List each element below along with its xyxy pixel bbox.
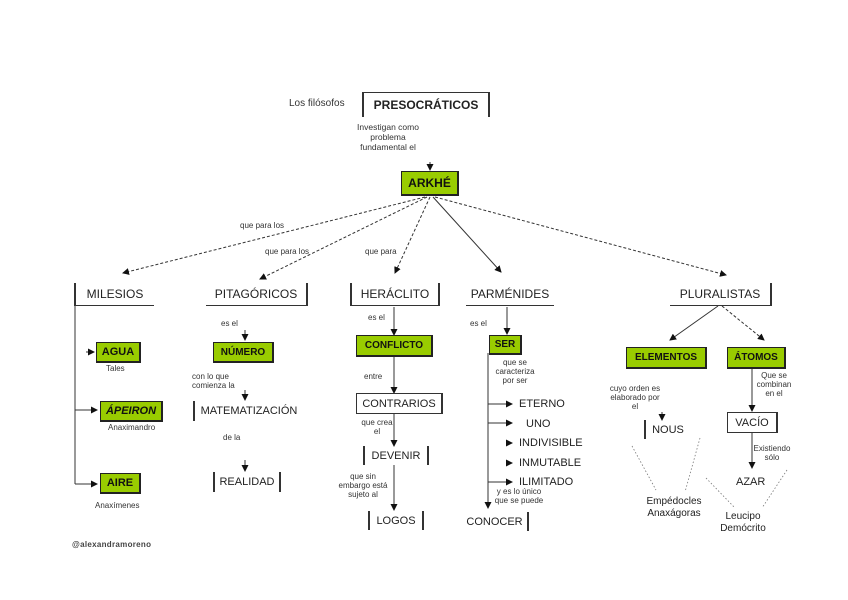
link-sin-embargo: que sin embargo está sujeto al bbox=[338, 472, 388, 500]
core-node-arkhe: ARKHÉ bbox=[401, 171, 459, 196]
school-milesios: MILESIOS bbox=[74, 283, 154, 306]
link-que-crea-el: que crea el bbox=[361, 418, 393, 437]
concept-aire: AIRE bbox=[100, 473, 141, 494]
node-azar: AZAR bbox=[736, 476, 766, 488]
root-node-presocraticos: PRESOCRÁTICOS bbox=[362, 92, 490, 117]
node-devenir: DEVENIR bbox=[363, 446, 429, 465]
concept-numero: NÚMERO bbox=[213, 342, 274, 363]
concept-apeiron: ÁPEIRON bbox=[100, 401, 163, 422]
link-lo-unico: y es lo único que se puede bbox=[494, 487, 544, 506]
link-con-lo-que: con lo que comienza la bbox=[192, 372, 235, 391]
concept-elementos: ELEMENTOS bbox=[626, 347, 707, 369]
attribute-eterno: ETERNO bbox=[519, 398, 565, 410]
school-pitagoricos: PITAGÓRICOS bbox=[206, 283, 308, 306]
link-es-el-parmenides: es el bbox=[470, 319, 487, 328]
connector-arkhe-pitagoricos bbox=[259, 196, 428, 280]
node-vacio: VACÍO bbox=[727, 412, 778, 433]
concept-agua: AGUA bbox=[96, 342, 141, 363]
link-es-el-heraclito: es el bbox=[368, 313, 385, 322]
attribute-indivisible: INDIVISIBLE bbox=[519, 437, 583, 449]
node-realidad: REALIDAD bbox=[213, 472, 281, 492]
link-que-se-caracteriza: que se caracteriza por ser bbox=[495, 358, 535, 386]
link-entre: entre bbox=[364, 372, 383, 381]
link-label-heraclito: que para bbox=[365, 247, 397, 256]
node-contrarios: CONTRARIOS bbox=[356, 393, 443, 414]
intro-label: Los filósofos bbox=[289, 98, 345, 109]
attribute-inmutable: INMUTABLE bbox=[519, 457, 582, 469]
author-anaximenes: Anaxímenes bbox=[95, 501, 140, 510]
connector-arkhe-parmenides bbox=[432, 196, 502, 273]
root-link-label: Investigan como problema fundamental el bbox=[357, 122, 419, 152]
author-anaximandro: Anaximandro bbox=[108, 423, 156, 432]
link-cuyo-orden: cuyo orden es elaborado por el bbox=[609, 384, 661, 412]
concept-atomos: ÁTOMOS bbox=[727, 347, 786, 369]
link-que-se-combinan: Que se combinan en el bbox=[756, 371, 792, 399]
link-label-milesios: que para los bbox=[240, 221, 285, 230]
connector-arkhe-pluralistas bbox=[434, 196, 727, 277]
authors-leucipo-democrito: Leucipo Demócrito bbox=[720, 511, 766, 534]
attribute-uno: UNO bbox=[526, 418, 551, 430]
node-matematizacion: MATEMATIZACIÓN bbox=[193, 401, 303, 421]
node-logos: LOGOS bbox=[368, 511, 424, 530]
school-heraclito: HERÁCLITO bbox=[350, 283, 440, 306]
school-pluralistas: PLURALISTAS bbox=[670, 283, 772, 306]
connector-arkhe-milesios bbox=[122, 196, 426, 275]
attribute-ilimitado: ILIMITADO bbox=[519, 476, 574, 488]
school-parmenides: PARMÉNIDES bbox=[466, 283, 554, 306]
author-tales: Tales bbox=[106, 364, 125, 373]
link-de-la: de la bbox=[223, 433, 241, 442]
link-label-pitagoricos: que para los bbox=[265, 247, 310, 256]
node-conocer: CONOCER bbox=[462, 512, 529, 531]
concept-conflicto: CONFLICTO bbox=[356, 335, 433, 357]
connector-arkhe-heraclito bbox=[394, 196, 431, 274]
link-es-el-pitagoricos: es el bbox=[221, 319, 238, 328]
node-nous: NOUS bbox=[644, 420, 690, 439]
link-existiendo-solo: Existiendo sólo bbox=[753, 444, 791, 463]
credit-label: @alexandramoreno bbox=[72, 540, 152, 549]
concept-ser: SER bbox=[489, 335, 522, 355]
authors-empedocles-anaxagoras: Empédocles Anaxágoras bbox=[646, 496, 702, 519]
